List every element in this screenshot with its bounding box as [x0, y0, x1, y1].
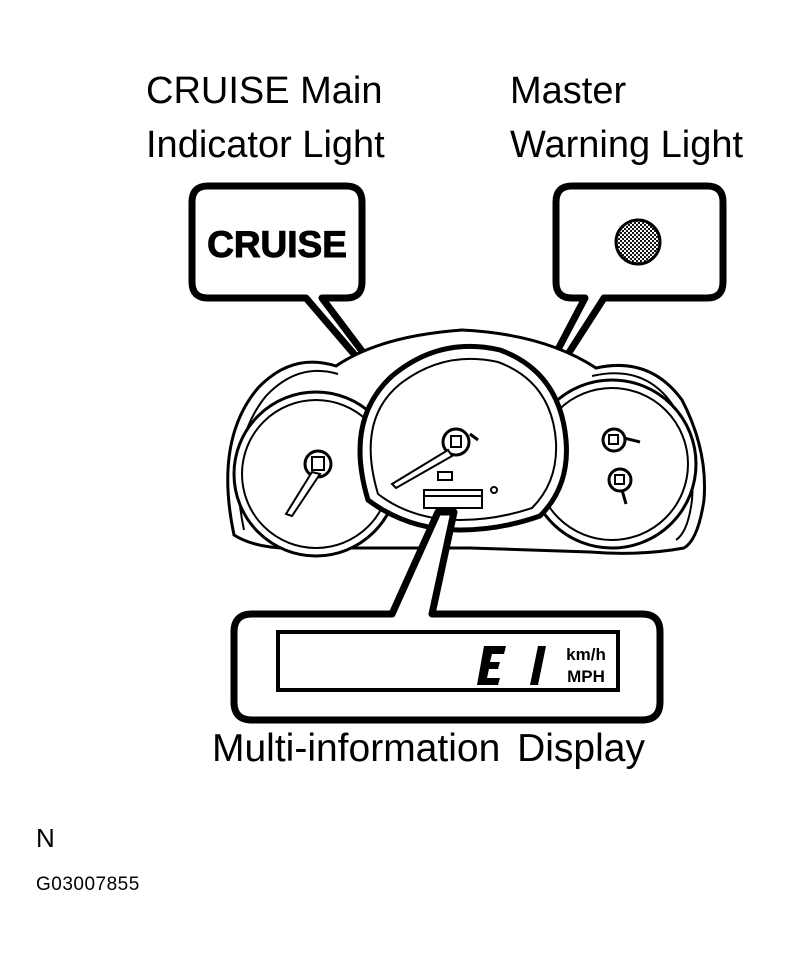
display-unit-mph: MPH	[567, 667, 605, 686]
instrument-cluster	[226, 328, 706, 558]
cruise-main-label-line1: CRUISE Main	[146, 70, 383, 112]
master-warning-label-line1: Master	[510, 70, 627, 112]
display-unit-kmh: km/h	[566, 645, 606, 664]
north-marker: N	[36, 823, 55, 853]
display-digits	[477, 646, 546, 685]
multi-info-screen	[276, 630, 620, 692]
master-warning-light-icon	[614, 218, 662, 266]
master-warning-light-label: Master Warning Light	[510, 64, 743, 172]
figure-id: G03007855	[36, 874, 140, 895]
cruise-main-label-line2: Indicator Light	[146, 124, 385, 166]
master-warning-label-line2: Warning Light	[510, 124, 744, 166]
multi-info-callout: km/h MPH	[230, 508, 664, 724]
multi-information-display-label: Multi-information Display	[212, 727, 645, 770]
cruise-indicator-text: CRUISE	[207, 224, 347, 265]
cruise-main-indicator-label: CRUISE Main Indicator Light	[146, 64, 385, 172]
